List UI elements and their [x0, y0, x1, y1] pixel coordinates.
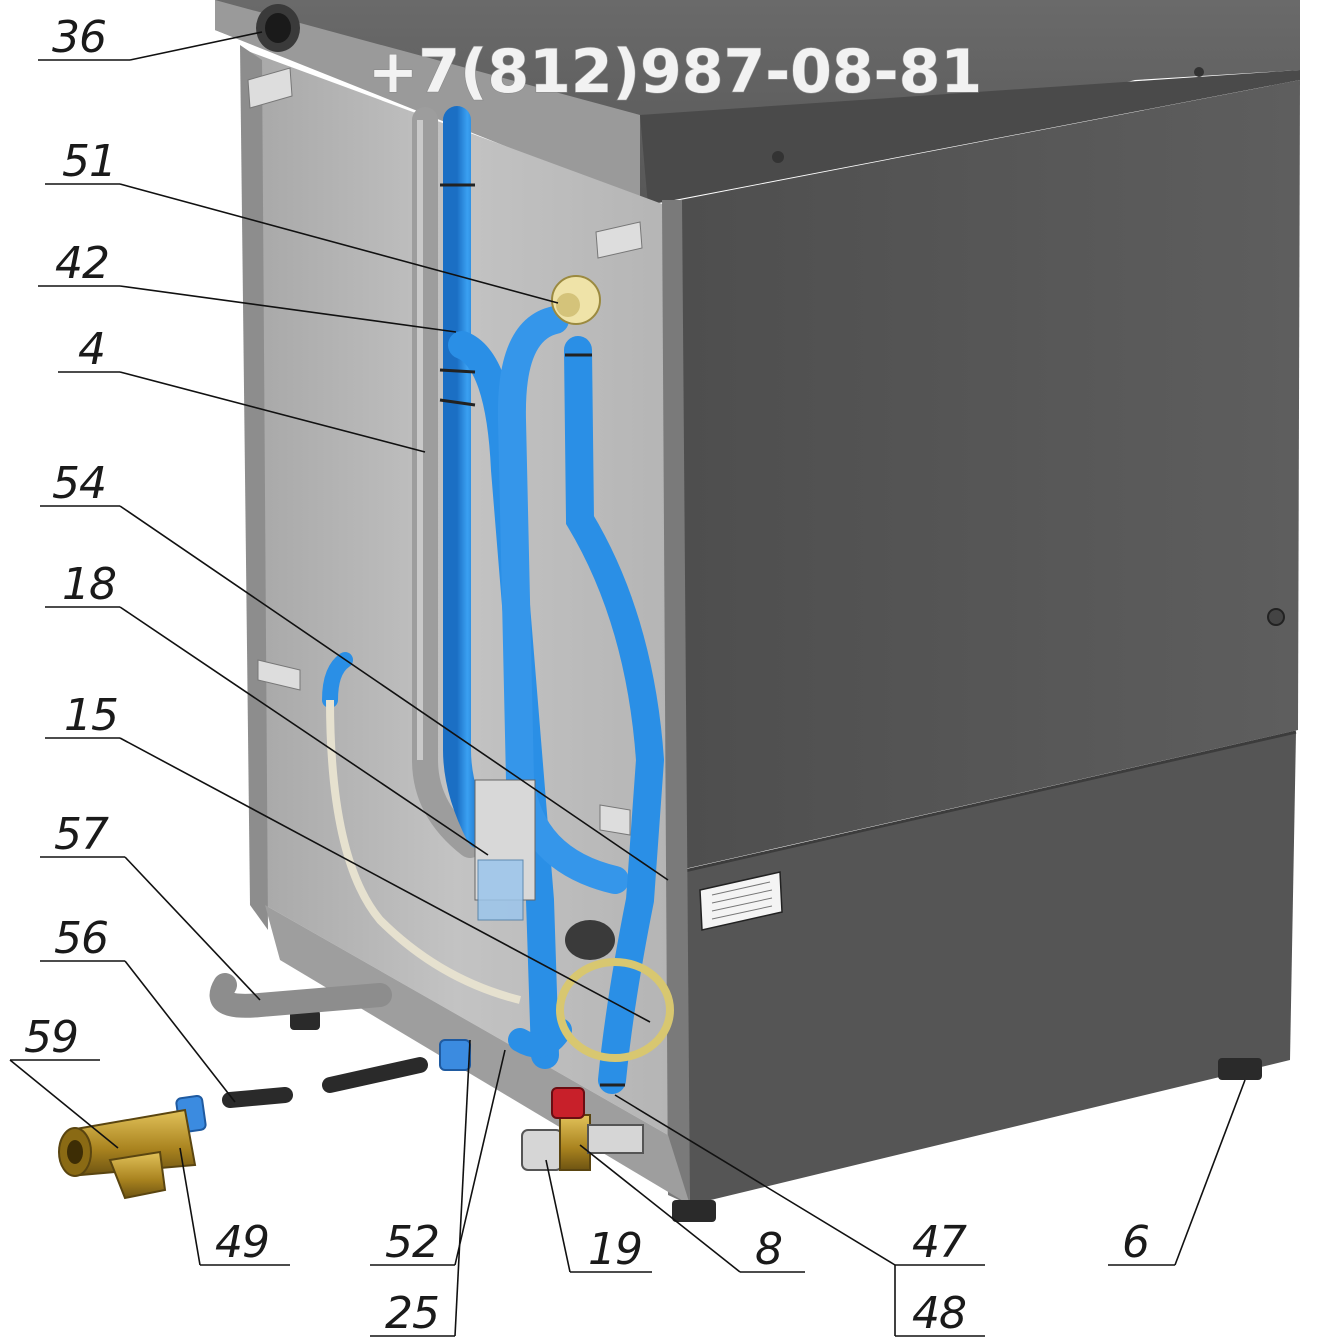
callout-15: 15 — [64, 690, 118, 741]
hose-right-long — [564, 336, 665, 1094]
drain-hose-57 — [209, 973, 392, 1018]
brass-strainer — [58, 1108, 197, 1200]
callout-57: 57 — [54, 809, 109, 860]
vent-port — [256, 4, 300, 52]
pump-assembly — [474, 779, 674, 1062]
callout-42: 42 — [55, 238, 109, 289]
callout-25: 25 — [385, 1288, 439, 1339]
foot-left — [290, 1010, 320, 1030]
inlet-pipe-56 — [175, 1039, 471, 1133]
callout-51: 51 — [62, 136, 116, 187]
callout-8: 8 — [755, 1224, 782, 1275]
callout-19: 19 — [588, 1224, 642, 1275]
callout-59: 59 — [24, 1012, 78, 1063]
callout-47: 47 — [912, 1217, 967, 1268]
cabinet-right-panel — [680, 80, 1300, 870]
callout-54: 54 — [52, 458, 106, 509]
hose-lower-link — [508, 1018, 572, 1058]
cabinet-top-lid — [215, 0, 1300, 205]
foot-center — [672, 1200, 716, 1222]
callout-4: 4 — [78, 324, 105, 375]
cabinet-right-lower-panel — [680, 732, 1296, 1205]
inlet-fitting — [551, 275, 601, 325]
cabinet-top-front-edge — [640, 70, 1300, 205]
leader-lines — [9, 31, 1246, 1337]
callout-36: 36 — [52, 12, 106, 63]
callout-18: 18 — [62, 559, 116, 610]
hose-small-left — [322, 652, 353, 708]
callout-56: 56 — [54, 913, 108, 964]
cabinet-top-side — [215, 0, 640, 200]
callout-52: 52 — [385, 1217, 439, 1268]
cabinet-left-strip — [240, 45, 268, 930]
cabinet-corner-edge — [662, 200, 690, 1205]
braided-hose — [326, 699, 521, 1004]
callout-48: 48 — [912, 1288, 966, 1339]
safety-valve — [521, 1087, 644, 1171]
blue-hoses — [322, 106, 665, 1094]
callout-49: 49 — [215, 1217, 269, 1268]
callout-labels: 36 51 42 4 54 18 15 57 56 59 49 52 25 19… — [24, 12, 1150, 1339]
watermark-phone: +7(812)987-08-81 — [368, 37, 982, 107]
cabinet — [215, 0, 1300, 1222]
callout-6: 6 — [1122, 1217, 1149, 1268]
foot-right — [1218, 1058, 1262, 1080]
hose-clamps — [439, 183, 625, 1087]
rating-plate — [699, 871, 783, 931]
